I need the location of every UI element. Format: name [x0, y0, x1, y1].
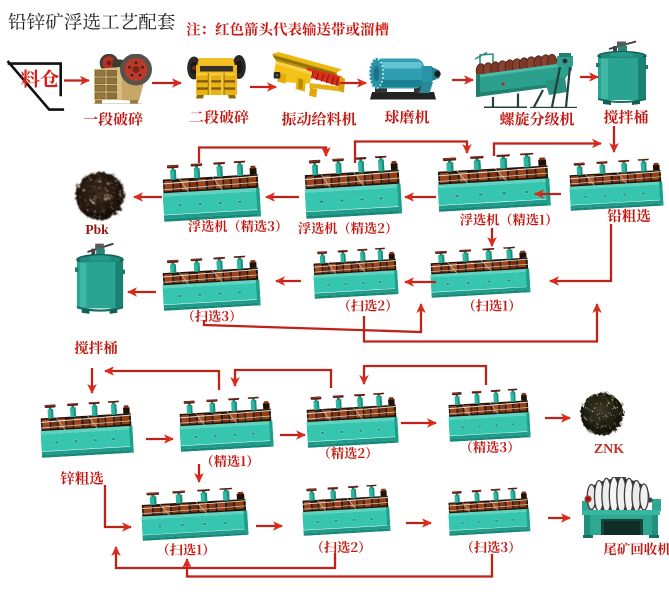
- svg-text:Pbk: Pbk: [85, 222, 109, 237]
- svg-text:ZNK: ZNK: [594, 442, 624, 457]
